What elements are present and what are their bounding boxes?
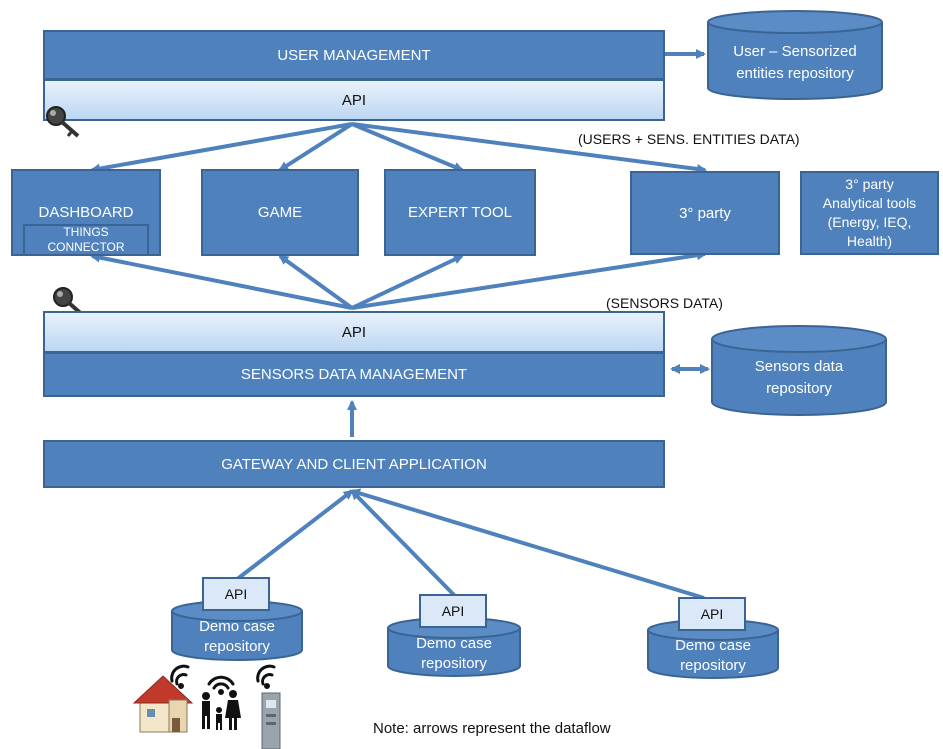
arrow-demo1-up [234,489,354,582]
gateway-box: GATEWAY AND CLIENT APPLICATION [43,440,665,488]
arrow-to-expert-tool [351,122,464,172]
arrow-up-expert-tool [351,254,464,310]
expert-tool-label: EXPERT TOOL [408,204,512,221]
expert-tool-box: EXPERT TOOL [384,169,536,256]
third-party-label: 3° party [679,204,731,222]
analytical-line4: Health) [846,233,893,249]
dataflow-note: Note: arrows represent the dataflow [373,720,611,737]
analytical-line2: Analytical tools [822,195,917,211]
arrow-up-dashboard [90,252,353,310]
analytical-line1: 3° party [845,176,894,192]
user-management-box: USER MANAGEMENT [43,30,665,80]
things-connector-box: THINGS CONNECTOR [23,224,149,256]
third-party-box: 3° party [630,171,780,255]
user-api-label: API [341,91,367,109]
users-data-note: (USERS + SENS. ENTITIES DATA) [578,131,800,147]
things-connector-line1: THINGS [63,225,109,239]
sensors-management-box: SENSORS DATA MANAGEMENT [43,352,665,397]
arrow-demo3-up [350,488,705,600]
sensors-data-note: (SENSORS DATA) [606,295,723,311]
arrow-to-third-party-top [351,122,707,174]
gateway-label: GATEWAY AND CLIENT APPLICATION [221,455,487,473]
user-management-label: USER MANAGEMENT [277,46,431,64]
arrow-to-dashboard [90,122,353,174]
sensors-api-label: API [341,323,367,341]
dashboard-label: DASHBOARD [38,204,134,221]
sensors-management-label: SENSORS DATA MANAGEMENT [240,366,468,383]
game-label: GAME [257,204,303,221]
arrow-up-game [278,254,354,310]
sensors-api: API [43,311,665,353]
analytical-line3: (Energy, IEQ, [827,214,912,230]
arrow-to-game [278,122,354,172]
things-connector-line2: CONNECTOR [47,240,125,254]
game-box: GAME [201,169,359,256]
analytical-tools-box: 3° party Analytical tools (Energy, IEQ, … [800,171,939,255]
user-management-api: API [43,79,665,121]
arrow-up-third-party [351,250,707,310]
arrow-demo2-up [350,489,457,598]
